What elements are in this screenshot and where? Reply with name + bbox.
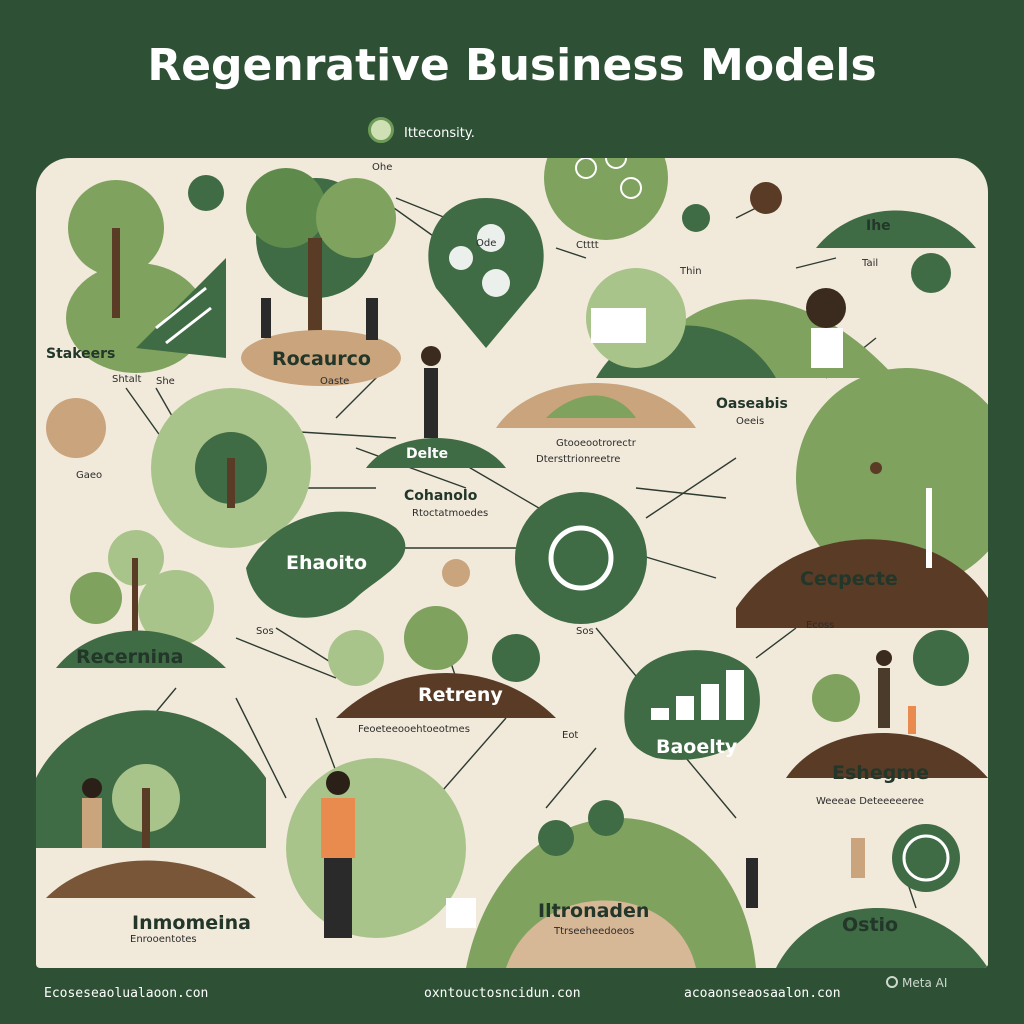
label-cecpecte: Cecpecte — [800, 568, 898, 590]
label-ctt: Ctttt — [576, 240, 599, 251]
label-sos: Sos — [256, 626, 274, 637]
leaf-icon — [368, 117, 394, 143]
footer-link-center: oxntouctosncidun.con — [424, 986, 581, 1001]
label-baoelty: Baoelty — [656, 736, 738, 758]
label-stakeholders: Stakeers — [46, 346, 116, 362]
label-ihe: Ihe — [866, 218, 891, 234]
label-delte: Delte — [406, 446, 449, 462]
label-eshegme-small: Weeeae Deteeeeeree — [816, 796, 924, 807]
label-itronaden: Iltronaden — [538, 900, 650, 922]
label-circle-small: Gtooeootrorectr — [556, 438, 636, 449]
label-inmomeina-small: Enrooentotes — [130, 934, 197, 945]
label-eshegme: Eshegme — [832, 762, 929, 784]
label-gaeo: Gaeo — [76, 470, 103, 481]
label-oceabis-small: Oeeis — [736, 416, 765, 427]
label-ehanolo: Ehaoito — [286, 552, 368, 574]
label-itronaden-small: Ttrseeheedoeos — [554, 926, 635, 937]
label-thin: Thin — [680, 266, 702, 277]
label-resource: Rocaurco — [272, 348, 371, 370]
label-cohanolo-small: Rtoctatmoedes — [412, 508, 489, 519]
label-ecoss: Ecoss — [806, 620, 835, 631]
footer-link-right: acoaonseaosaalon.con — [684, 986, 841, 1001]
meta-ai-icon — [886, 976, 898, 988]
label-sos2: Sos — [576, 626, 594, 637]
label-retreny: Retreny — [418, 684, 503, 706]
label-circle-small2: Dtersttrionreetre — [536, 454, 621, 465]
label-ode: Ode — [476, 238, 497, 249]
label-tail: Tail — [862, 258, 879, 269]
label-reniony-small: Feoeteeooehtoeotmes — [358, 724, 470, 735]
subtitle: Itteconsity. — [404, 126, 475, 141]
label-oceabis: Oaseabis — [716, 396, 788, 412]
label-eot: Eot — [562, 730, 579, 741]
footer-link-left: Ecoseseaolualaoon.con — [44, 986, 209, 1001]
diagram-artwork — [36, 158, 988, 968]
label-recernina: Recernina — [76, 646, 184, 668]
diagram-panel: Stakeers Rocaurco Ohe Ctttt Thin Tail Ih… — [36, 158, 988, 968]
label-cohanolo: Cohanolo — [404, 488, 478, 504]
watermark: Meta AI — [902, 976, 948, 990]
label-she: She — [156, 376, 175, 387]
label-inmomeina: Inmomeina — [132, 912, 251, 934]
label-oaste: Oaste — [320, 376, 350, 387]
infographic-title: Regenrative Business Models — [147, 40, 877, 91]
label-sustainable: Shtalt — [112, 374, 142, 385]
label-ohe: Ohe — [372, 162, 393, 173]
label-ostio: Ostio — [842, 914, 899, 936]
